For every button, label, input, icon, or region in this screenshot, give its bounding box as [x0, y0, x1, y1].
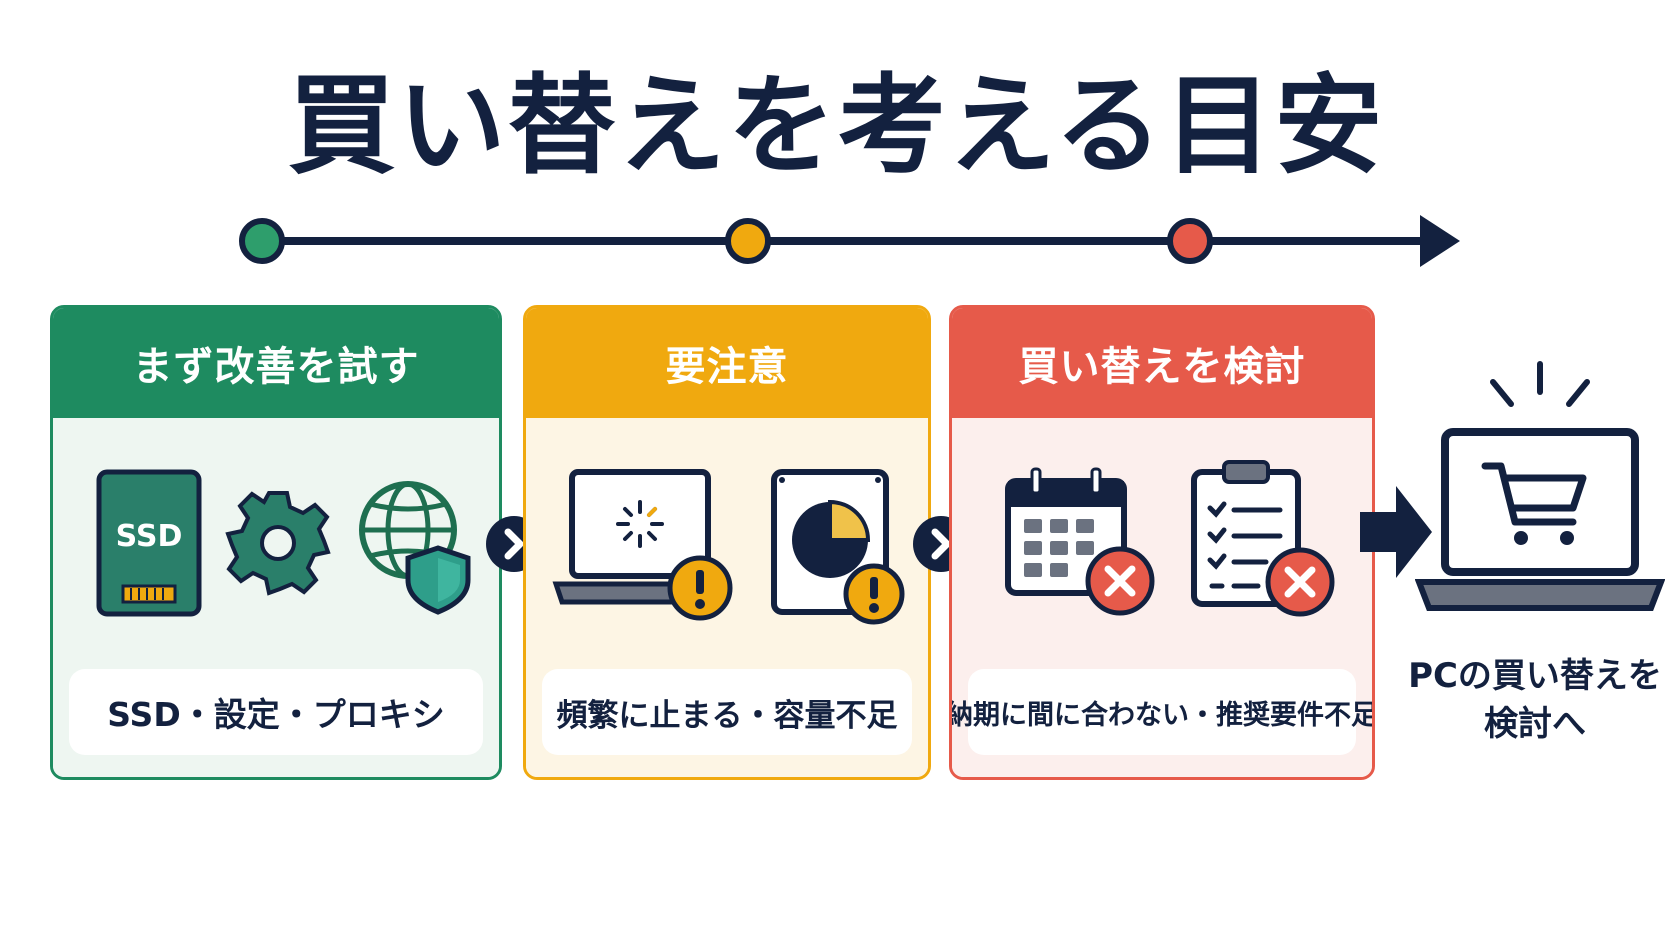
page-title: 買い替えを考える目安	[287, 64, 1385, 189]
stage-card-caution: 要注意	[523, 305, 931, 780]
stage-label: SSD・設定・プロキシ	[69, 669, 483, 755]
ssd-icon: SSD	[96, 469, 202, 617]
stage-body: 納期に間に合わない・推奨要件不足	[952, 418, 1372, 777]
stage-heading: 要注意	[526, 308, 928, 418]
calendar-x-icon	[1005, 467, 1155, 616]
disk-full-warning-icon	[771, 469, 905, 625]
stage-card-consider-replacement: 買い替えを検討	[949, 305, 1375, 780]
globe-shield-icon	[359, 481, 471, 615]
stage-heading: まず改善を試す	[53, 308, 499, 418]
final-caption-line1: PCの買い替えを	[1408, 656, 1662, 696]
stage-body: 頻繁に止まる・容量不足	[526, 418, 928, 777]
timeline-arrowhead	[1420, 215, 1460, 267]
laptop-loading-warning-icon	[552, 469, 733, 621]
final-caption: PCの買い替えを 検討へ	[1405, 652, 1665, 748]
checklist-x-icon	[1191, 460, 1335, 617]
timeline-dot-red	[1167, 218, 1213, 264]
stage-card-try-improvement: まず改善を試す SSD SSD・設定・プロキシ	[50, 305, 502, 780]
laptop-cart-icon	[1415, 361, 1665, 611]
stage-body: SSD SSD・設定・プロキシ	[53, 418, 499, 777]
timeline-dot-green	[239, 218, 285, 264]
stage-heading: 買い替えを検討	[952, 308, 1372, 418]
final-caption-line2: 検討へ	[1484, 704, 1586, 744]
arrow-right-icon	[1360, 486, 1432, 578]
gear-icon	[225, 491, 331, 596]
timeline-dot-yellow	[725, 218, 771, 264]
stage-label: 頻繁に止まる・容量不足	[542, 669, 912, 755]
stage-label: 納期に間に合わない・推奨要件不足	[952, 669, 1372, 755]
ssd-label: SSD	[116, 519, 183, 554]
